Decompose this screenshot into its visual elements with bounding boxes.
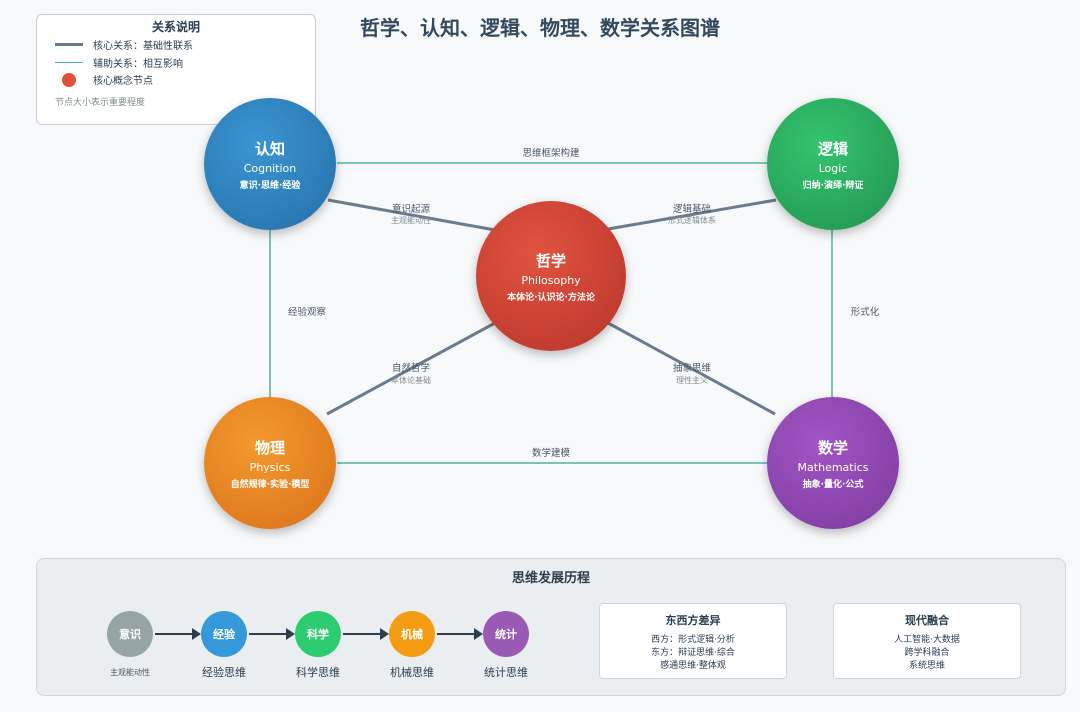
node-cognition[interactable]: 认知 Cognition 意识·思维·经验	[204, 98, 336, 230]
diagram-title: 哲学、认知、逻辑、物理、数学关系图谱	[360, 16, 720, 40]
arrow-2	[249, 628, 295, 640]
node-logic-sub: 归纳·演绎·辩证	[802, 180, 864, 191]
edge-label-cognition-logic: 思维框架构建	[522, 148, 580, 159]
east-west-title: 东西方差异	[665, 614, 721, 627]
node-philosophy-en: Philosophy	[521, 273, 581, 287]
node-mathematics[interactable]: 数学 Mathematics 抽象·量化·公式	[767, 397, 899, 529]
stage-label-mechanical: 机械思维	[390, 666, 434, 679]
node-logic-title: 逻辑	[817, 139, 848, 158]
node-cognition-title: 认知	[254, 139, 285, 158]
node-philosophy-title: 哲学	[535, 251, 566, 270]
arrow-1	[155, 628, 201, 640]
edge-label-logic-philosophy: 逻辑基础	[672, 204, 712, 215]
node-physics-title: 物理	[254, 438, 285, 457]
modern-fusion-box: 现代融合 人工智能·大数据 跨学科融合 系统思维	[833, 603, 1021, 679]
stage-label-experience: 经验思维	[202, 666, 246, 679]
legend-aux-label: 辅助关系：相互影响	[93, 59, 183, 70]
stage-label-statistics: 统计思维	[484, 666, 528, 679]
modern-fusion-title: 现代融合	[905, 614, 949, 627]
edge-label-physics-math: 数学建模	[531, 448, 571, 459]
edge-sub-math-philosophy: 理性主义	[676, 376, 708, 385]
node-physics-sub: 自然规律·实验·模型	[230, 479, 310, 490]
node-philosophy-sub: 本体论·认识论·方法论	[507, 292, 595, 303]
east-west-line: 东方：辩证思维·综合	[651, 648, 735, 658]
stage-mechanical[interactable]: 机械	[389, 611, 435, 657]
node-logic[interactable]: 逻辑 Logic 归纳·演绎·辩证	[767, 98, 899, 230]
edge-label-logic-math: 形式化	[850, 307, 880, 318]
modern-fusion-line: 人工智能·大数据	[894, 635, 960, 645]
arrow-4	[437, 628, 483, 640]
legend-node-row: 核心概念节点	[55, 72, 153, 87]
stage-statistics[interactable]: 统计	[483, 611, 529, 657]
node-philosophy[interactable]: 哲学 Philosophy 本体论·认识论·方法论	[476, 201, 626, 351]
edge-label-physics-philosophy: 自然哲学	[391, 363, 431, 374]
legend-core-row: 核心关系：基础性联系	[55, 37, 193, 52]
node-mathematics-sub: 抽象·量化·公式	[802, 479, 864, 490]
node-logic-en: Logic	[818, 161, 848, 175]
node-cognition-sub: 意识·思维·经验	[239, 180, 301, 191]
core-line-math-philosophy	[607, 321, 776, 416]
edge-label-cognition-physics: 经验观察	[287, 307, 327, 318]
legend-note: 节点大小表示重要程度	[55, 98, 146, 108]
edge-label-cognition-philosophy: 意识起源	[391, 204, 431, 215]
legend-title: 关系说明	[151, 20, 200, 34]
node-physics-en: Physics	[249, 460, 291, 474]
edge-sub-cognition-philosophy: 主观能动性	[391, 216, 431, 225]
edge-label-math-philosophy: 抽象思维	[672, 363, 712, 374]
stage-experience[interactable]: 经验	[201, 611, 247, 657]
legend-aux-row: 辅助关系：相互影响	[55, 55, 183, 70]
node-dot-swatch	[62, 72, 76, 87]
thinking-development-panel: 思维发展历程 意识 经验 科学 机械 统计 主观能动性 经验思维 科学思维 机械…	[36, 558, 1066, 696]
core-line-cognition-philosophy	[327, 198, 496, 232]
node-cognition-en: Cognition	[243, 161, 297, 175]
core-line-logic-philosophy	[607, 198, 777, 231]
east-west-line: 西方：形式逻辑·分析	[651, 635, 735, 645]
east-west-line: 感通思维·整体观	[660, 661, 726, 671]
panel-title: 思维发展历程	[511, 571, 590, 586]
stage-label-science: 科学思维	[296, 666, 340, 679]
stage-science[interactable]: 科学	[295, 611, 341, 657]
aux-line-swatch	[55, 61, 83, 64]
stage-label-consciousness: 主观能动性	[110, 668, 150, 677]
east-west-box: 东西方差异 西方：形式逻辑·分析 东方：辩证思维·综合 感通思维·整体观	[599, 603, 787, 679]
stage-consciousness[interactable]: 意识	[107, 611, 153, 657]
legend-core-label: 核心关系：基础性联系	[93, 41, 193, 52]
legend-node-label: 核心概念节点	[93, 76, 153, 87]
modern-fusion-line: 跨学科融合	[904, 648, 950, 658]
core-line-physics-philosophy	[326, 321, 496, 416]
arrow-3	[343, 628, 389, 640]
node-physics[interactable]: 物理 Physics 自然规律·实验·模型	[204, 397, 336, 529]
edge-sub-logic-philosophy: 形式逻辑体系	[668, 216, 716, 225]
edge-sub-physics-philosophy: 本体论基础	[391, 376, 431, 385]
core-line-swatch	[55, 43, 83, 46]
node-mathematics-title: 数学	[817, 438, 848, 457]
modern-fusion-line: 系统思维	[908, 661, 945, 671]
node-mathematics-en: Mathematics	[797, 460, 869, 474]
